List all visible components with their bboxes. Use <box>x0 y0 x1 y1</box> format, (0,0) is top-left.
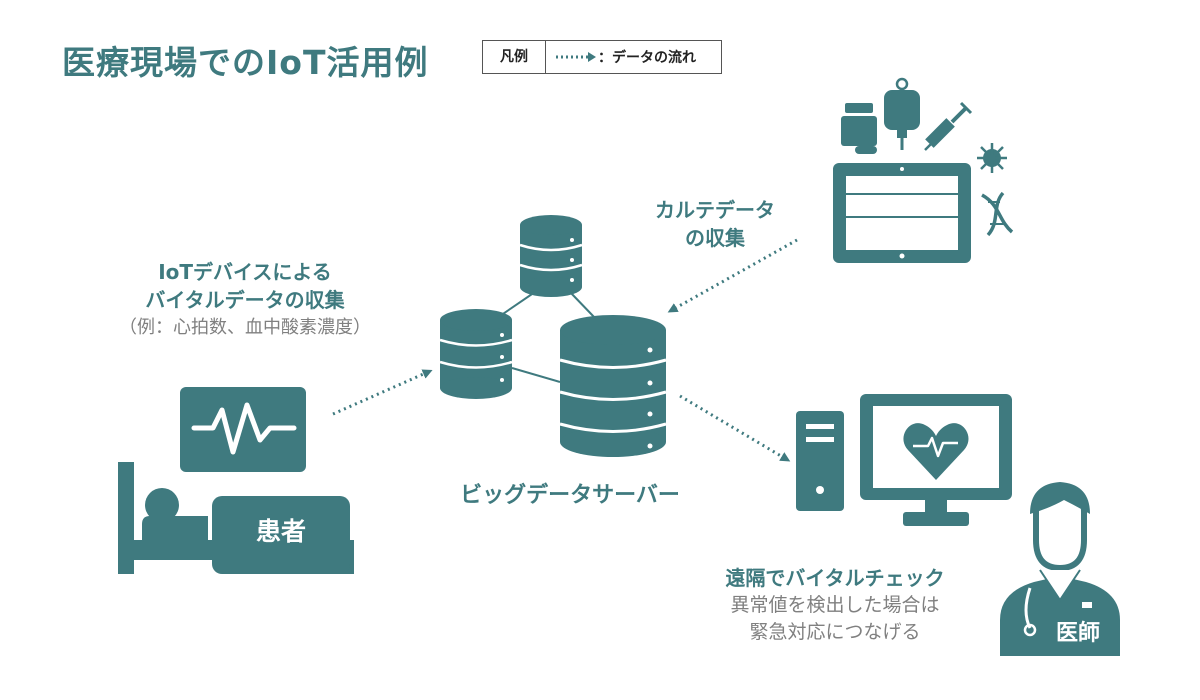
tablet-icon <box>833 163 971 263</box>
dotted-arrow-icon <box>556 52 596 62</box>
karte-label-line2: の収集 <box>685 226 745 250</box>
iot-label-line2: バイタルデータの収集 <box>145 288 345 312</box>
karte-label: カルテデータ の収集 <box>640 196 790 252</box>
iv-drip-icon <box>884 77 920 150</box>
medicine-bottle-icon <box>841 103 877 154</box>
database-large-icon <box>559 315 667 457</box>
remote-label-line2: 異常値を検出した場合は <box>730 594 940 616</box>
remote-label-line1: 遠隔でバイタルチェック <box>725 566 945 590</box>
heart-monitor-icon <box>180 387 306 472</box>
karte-label-line1: カルテデータ <box>655 198 775 222</box>
database-left-icon <box>439 309 513 399</box>
legend-item-label: ：データの流れ <box>598 50 696 66</box>
heart-icon <box>903 423 969 480</box>
patient-label: 患者 <box>256 517 306 546</box>
legend: 凡例 ：データの流れ <box>482 40 722 74</box>
doctor-label: 医師 <box>1056 620 1100 646</box>
legend-label: 凡例 <box>483 41 546 73</box>
iot-label-line1: IoTデバイスによる <box>158 260 332 284</box>
server-connection-lines <box>496 291 596 383</box>
legend-item: ：データの流れ <box>546 47 721 67</box>
remote-label: 遠隔でバイタルチェック 異常値を検出した場合は 緊急対応につなげる <box>690 565 980 646</box>
dna-icon <box>981 191 1014 237</box>
bed-icon <box>118 462 354 574</box>
flow-arrow-iot-to-server <box>332 369 433 416</box>
flow-arrow-server-to-doctor <box>679 394 791 462</box>
syringe-icon <box>924 101 973 151</box>
page-title: 医療現場でのIoT活用例 <box>62 43 429 82</box>
remote-label-line3: 緊急対応につなげる <box>749 621 921 643</box>
doctor-icon <box>1000 482 1120 656</box>
pc-tower-icon <box>796 411 844 511</box>
virus-icon <box>977 143 1007 173</box>
iot-label: IoTデバイスによる バイタルデータの収集 （例：心拍数、血中酸素濃度） <box>95 258 395 342</box>
iot-label-line3: （例：心拍数、血中酸素濃度） <box>119 317 371 338</box>
database-small-top-icon <box>519 215 583 297</box>
server-label: ビッグデータサーバー <box>460 483 680 508</box>
